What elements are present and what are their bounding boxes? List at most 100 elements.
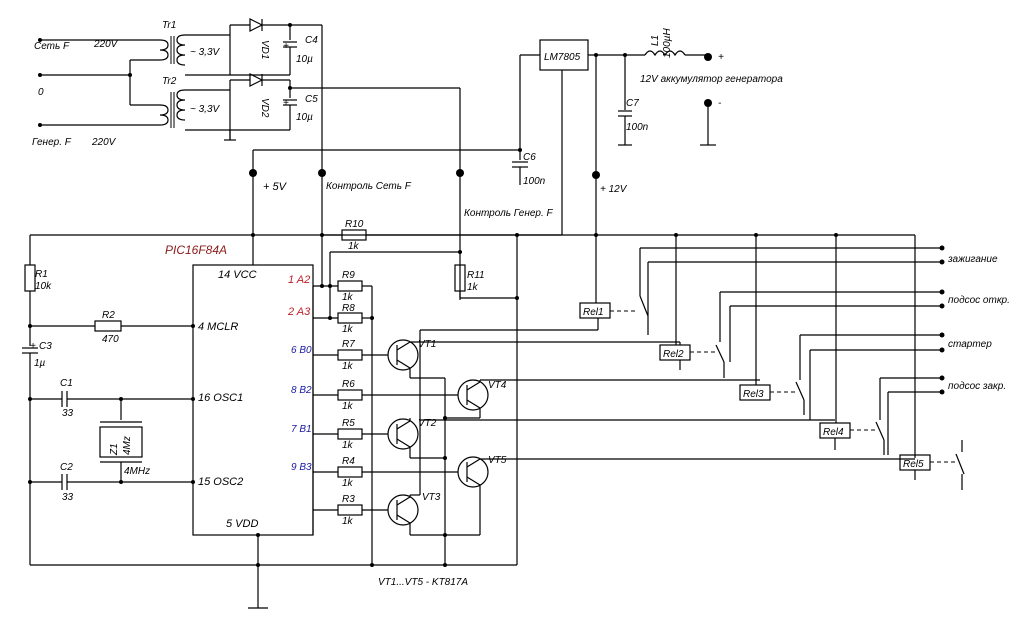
resistor-r2 [94,320,122,332]
c7-value: 100n [626,122,649,133]
pin-osc1: 16 OSC1 [198,392,243,404]
pin-vcc: 14 VCC [218,269,257,281]
zero-label: 0 [38,87,44,98]
r8-value: 1k [342,324,354,335]
pin-rb3: 9 B3 [291,462,312,473]
c6-label: C6 [523,152,536,163]
power-section: LM7805 L1 100µH + 12V аккумулятор генера… [322,28,783,236]
resistor-r9 [337,280,363,292]
c4-plus: + [283,41,289,52]
junction [518,148,522,152]
c5-plus: + [283,98,289,109]
z1-freq-label: 4MHz [124,466,150,477]
rel3-label: Rel3 [743,389,764,400]
junction [191,480,195,484]
relay-rel3: Rel3 [739,235,811,420]
c3-plus: + [30,341,36,352]
output-ignition: зажигание [947,254,998,265]
pin-vdd: 5 VDD [226,518,258,530]
c2-label: C2 [60,462,73,473]
junction [443,563,447,567]
output-terminal [939,259,945,265]
output-choke-open: подсос откр. [948,295,1010,306]
c4-label: C4 [305,35,318,46]
junction [320,284,324,288]
rel1-label: Rel1 [583,307,604,318]
pin-mclr: 4 MCLR [198,321,238,333]
junction [256,563,260,567]
junction [128,73,132,77]
junction [443,416,447,420]
vd1-label: VD1 [259,40,270,59]
pin-rb1: 7 B1 [291,424,312,435]
mcu-pic16f84a: PIC16F84A 14 VCC 4 MCLR 16 OSC1 15 OSC2 … [165,243,314,536]
set-input-label: Сеть F [34,41,70,52]
input-terminal [38,123,42,127]
r1-value: 10k [35,281,52,292]
r8-label: R8 [342,303,355,314]
output-terminal [939,375,945,381]
crystal-z1: Z1 4Mz 4MHz [99,399,150,482]
tr1-output-label: ~ 3,3V [190,47,221,58]
battery-plus-label: + [718,52,724,63]
resistor-r3 [337,504,363,516]
plus5-rail: + 5V Контроль Сеть F Контроль Генер. F C… [249,148,554,265]
c6-value: 100n [523,176,546,187]
r9-value: 1k [342,292,354,303]
rel2-label: Rel2 [663,349,684,360]
relay-rel1: Rel1 [579,235,649,335]
plus5-label: + 5V [263,181,288,193]
junction [594,53,598,57]
inductor-label: L1 [650,35,661,46]
transistor-vt2: VT2 [387,418,445,459]
z1-freq: 4Mz [122,436,133,455]
junction [515,296,519,300]
resistor-r4 [337,466,363,478]
battery-minus-label: - [718,98,722,109]
rel5-label: Rel5 [903,459,924,470]
junction [191,324,195,328]
battery-label: 12V аккумулятор генератора [640,74,783,85]
output-starter: стартер [948,339,992,350]
junction [256,533,260,537]
pin-rb0: 6 B0 [291,345,312,356]
output-terminal [939,289,945,295]
transistor-vt5: VT5 [457,455,507,535]
junction [443,456,447,460]
c1-label: C1 [60,378,73,389]
r9-label: R9 [342,270,355,281]
junction [288,86,292,90]
vd2-label: VD2 [259,98,270,118]
vt4-label: VT4 [488,380,507,391]
r6-label: R6 [342,379,355,390]
c2-value: 33 [62,492,74,503]
vt5-label: VT5 [488,455,507,466]
pin-osc2: 15 OSC2 [198,476,243,488]
r7-value: 1k [342,361,354,372]
output-choke-close: подсос закр. [948,381,1006,392]
output-terminal [939,347,945,353]
junction [623,53,627,57]
relay-rel2: Rel2 [659,235,731,378]
transistor-vt3: VT3 [387,492,441,535]
ctrl-gen-label: Контроль Генер. F [464,208,554,219]
transistor-vt4: VT4 [445,379,507,419]
r11-value: 1k [467,282,479,293]
vt1-label: VT1 [418,339,436,350]
tr1-label: Tr1 [162,20,176,31]
mcu-name: PIC16F84A [165,243,227,257]
transformer-tr2: Tr2 ~ 3,3V [159,76,221,128]
r2-value: 470 [102,334,119,345]
c1-value: 33 [62,408,74,419]
r5-label: R5 [342,418,355,429]
z1-label: Z1 [109,443,120,456]
transformer-tr1: Tr1 ~ 3,3V [159,20,221,66]
port-resistors: R10 1k R11 1k R9 1k R8 1k [312,219,562,565]
relay-section: зажигание подсос откр. стартер подсос за… [562,233,1010,490]
transistor-vt1: VT1 [387,339,445,379]
resistor-r8 [337,312,363,324]
junction [251,233,255,237]
gen-input-label: Генер. F [32,137,72,148]
r11-label: R11 [467,270,485,281]
